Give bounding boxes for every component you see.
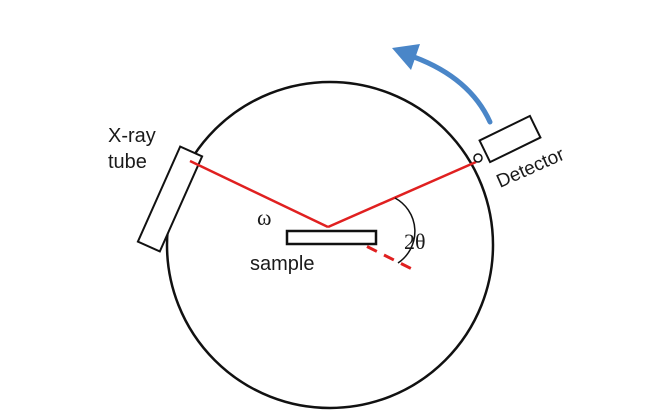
xray-tube-label-line2: tube: [108, 151, 147, 173]
xray-tube-label-line1: X-ray: [108, 125, 156, 147]
sample-label: sample: [250, 253, 314, 275]
detector-shape: [478, 114, 542, 164]
diffracted-beam: [327, 160, 477, 229]
detector-slit: [473, 153, 483, 163]
omega-label: ω: [257, 205, 271, 230]
sample-holder: [285, 229, 378, 246]
two-theta-arc: [394, 197, 416, 264]
xray-tube-shape: [136, 145, 204, 253]
goniometer-circle: [165, 80, 495, 410]
rotation-arrow: [411, 54, 493, 125]
rotation-arrowhead-icon: [392, 44, 420, 70]
two-theta-label: 2θ: [404, 229, 426, 254]
transmitted-beam-extension: [349, 236, 413, 271]
incident-beam: [189, 159, 329, 229]
